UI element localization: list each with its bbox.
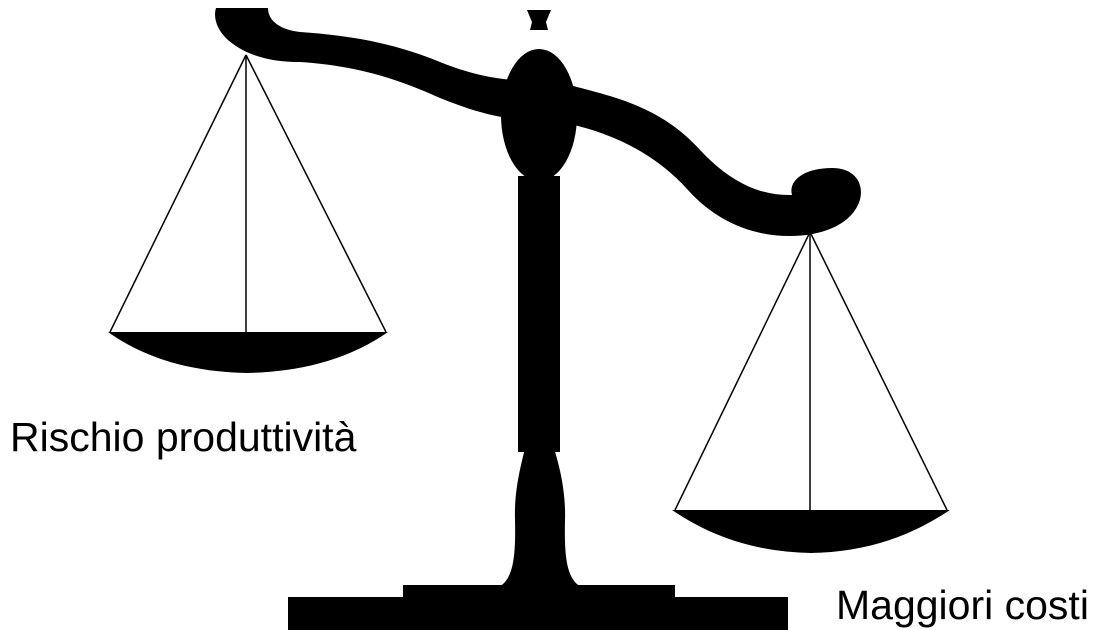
scale-beam — [215, 8, 861, 236]
left-pan — [108, 54, 388, 373]
left-pan-label: Rischio produttività — [10, 414, 357, 460]
right-pan — [672, 231, 950, 553]
scale-base — [288, 585, 788, 630]
right-pan-label: Maggiori costi — [836, 582, 1089, 628]
scale-stand — [490, 10, 590, 590]
